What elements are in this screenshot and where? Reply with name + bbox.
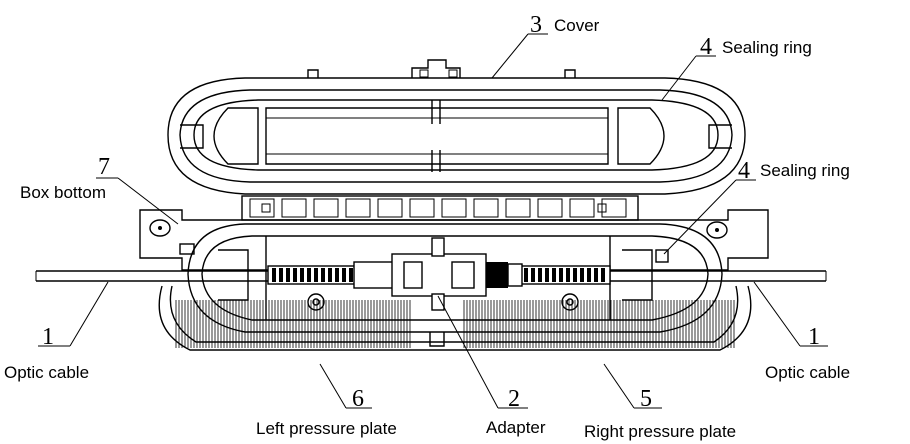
tubing-bead bbox=[552, 268, 556, 282]
sealing-ring-mid-number: 4 bbox=[738, 158, 750, 184]
tubing-bead bbox=[524, 268, 528, 282]
leader-lines bbox=[38, 33, 828, 409]
optic-cable-right-number: 1 bbox=[808, 324, 820, 350]
left-pressure-plate-number: 6 bbox=[352, 386, 364, 412]
tubing-bead bbox=[321, 268, 325, 282]
optic-cable-left-number: 1 bbox=[42, 324, 54, 350]
hinge-slot bbox=[313, 198, 339, 218]
tubing-bead bbox=[328, 268, 332, 282]
tubing-bead bbox=[545, 268, 549, 282]
hinge-slot bbox=[281, 198, 307, 218]
hinge-slot bbox=[345, 198, 371, 218]
tubing-bead bbox=[293, 268, 297, 282]
tubing-bead bbox=[307, 268, 311, 282]
optic-cable-left-label: Optic cable bbox=[4, 363, 89, 382]
hinge-slot bbox=[537, 198, 563, 218]
adapter-part bbox=[353, 237, 523, 311]
sealing-ring-top-label: Sealing ring bbox=[722, 38, 812, 57]
hinge-slot bbox=[409, 198, 435, 218]
tubing-bead bbox=[531, 268, 535, 282]
pressure-plates bbox=[158, 285, 752, 351]
hinge-pin bbox=[597, 203, 607, 213]
left-pressure-plate-label: Left pressure plate bbox=[256, 419, 397, 438]
hinge-slot bbox=[473, 198, 499, 218]
box-bottom-number: 7 bbox=[98, 154, 110, 180]
tubing-bead bbox=[573, 268, 577, 282]
tubing-bead bbox=[286, 268, 290, 282]
hinge-slot bbox=[249, 198, 275, 218]
cover-part bbox=[167, 59, 746, 195]
right-pressure-plate-number: 5 bbox=[640, 386, 652, 412]
hinge-slot bbox=[601, 198, 627, 218]
optic-cable-right-label: Optic cable bbox=[765, 363, 850, 382]
hinge-slot bbox=[377, 198, 403, 218]
callout-labels: 3 Cover 4 Sealing ring 4 Sealing ring 7 … bbox=[4, 12, 850, 441]
sealing-ring-top-number: 4 bbox=[700, 34, 712, 60]
hinge-row bbox=[241, 195, 639, 221]
tubing-bead bbox=[349, 268, 353, 282]
tubing-bead bbox=[580, 268, 584, 282]
cover-label: Cover bbox=[554, 16, 600, 35]
box-bottom-label: Box bottom bbox=[20, 183, 106, 202]
tubing-bead bbox=[342, 268, 346, 282]
tubing-bead bbox=[594, 268, 598, 282]
tubing-bead bbox=[601, 268, 605, 282]
tubing-bead bbox=[335, 268, 339, 282]
sealing-ring-mid-label: Sealing ring bbox=[760, 161, 850, 180]
tubing-bead bbox=[314, 268, 318, 282]
tubing-bead bbox=[279, 268, 283, 282]
cover-number: 3 bbox=[530, 12, 542, 38]
tubing-bead bbox=[272, 268, 276, 282]
adapter-number: 2 bbox=[508, 386, 520, 412]
hinge-slot bbox=[505, 198, 531, 218]
tubing-bead bbox=[300, 268, 304, 282]
tubing-bead bbox=[566, 268, 570, 282]
adapter-label: Adapter bbox=[486, 418, 546, 437]
hinge-pin bbox=[261, 203, 271, 213]
tubing-bead bbox=[587, 268, 591, 282]
tubing-bead bbox=[559, 268, 563, 282]
hinge-slot bbox=[441, 198, 467, 218]
tubing-bead bbox=[538, 268, 542, 282]
hinge-slot bbox=[569, 198, 595, 218]
right-pressure-plate-label: Right pressure plate bbox=[584, 422, 736, 441]
